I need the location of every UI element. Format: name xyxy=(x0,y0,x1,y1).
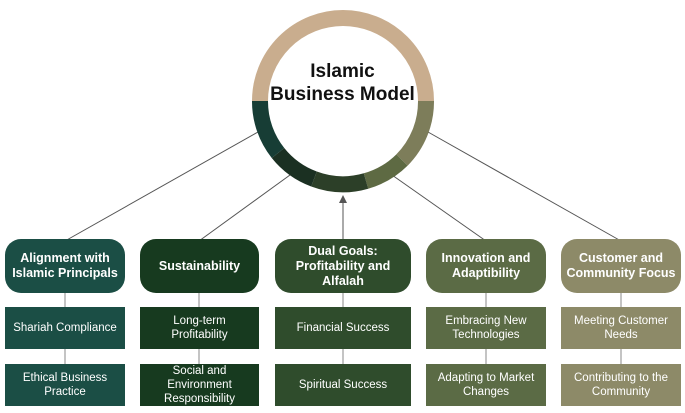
ring-segment-teal xyxy=(251,100,285,158)
pillar-item-new-technologies: Embracing New Technologies xyxy=(426,307,546,349)
connector-line-1 xyxy=(64,131,259,242)
connector-line-2 xyxy=(198,174,291,242)
ring-segment-olive xyxy=(396,100,435,166)
ring-segment-green xyxy=(311,171,369,193)
connector-line-4 xyxy=(391,174,487,242)
pillar-item-financial-success: Financial Success xyxy=(275,307,411,349)
pillar-item-customer-needs: Meeting Customer Needs xyxy=(561,307,681,349)
pillar-item-spiritual-success: Spiritual Success xyxy=(275,364,411,406)
pillar-item-shariah-compliance: Shariah Compliance xyxy=(5,307,125,349)
ring-segment-olive-mid xyxy=(363,154,408,189)
pillar-header-innovation: Innovation and Adaptibility xyxy=(426,239,546,293)
pillar-header-customer-community: Customer and Community Focus xyxy=(561,239,681,293)
connector-line-5 xyxy=(427,131,622,242)
pillar-header-alignment: Alignment with Islamic Principals xyxy=(5,239,125,293)
diagram-title: Islamic Business Model xyxy=(270,61,415,105)
pillar-header-sustainability: Sustainability xyxy=(140,239,259,293)
pillar-header-dual-goals: Dual Goals: Profitability and Alfalah xyxy=(275,239,411,293)
pillar-item-social-environment: Social and Environment Responsibility xyxy=(140,364,259,406)
ring-segment-tan xyxy=(252,10,434,102)
ring-segment-dark xyxy=(271,147,318,187)
pillar-item-community: Contributing to the Community xyxy=(561,364,681,406)
pillar-item-market-changes: Adapting to Market Changes xyxy=(426,364,546,406)
pillar-item-ethical-business: Ethical Business Practice xyxy=(5,364,125,406)
arrow-tip xyxy=(339,195,347,203)
pillar-item-long-term-profitability: Long-term Profitability xyxy=(140,307,259,349)
central-ring xyxy=(251,10,435,193)
